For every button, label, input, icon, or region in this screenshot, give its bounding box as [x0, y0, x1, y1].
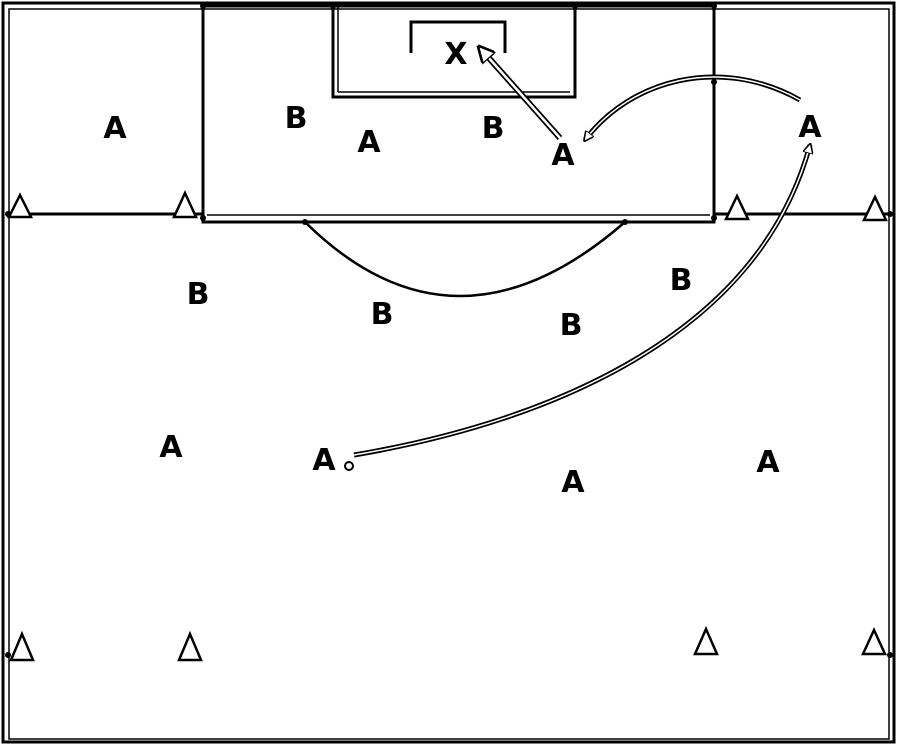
line-junction-dots: [5, 3, 893, 658]
triangle-cone-icon: [9, 630, 35, 662]
cross-pass-arrow-inner: [585, 76, 801, 140]
triangle-cone-icon: [6, 192, 34, 219]
triangle-cone-icon: [177, 630, 203, 662]
goalkeeper-label: X: [444, 37, 467, 72]
field-boundary-inner: [8, 8, 890, 740]
player-b-box-right: B: [482, 111, 505, 146]
goal-frame: [409, 20, 507, 53]
player-b-defender-2: B: [371, 297, 394, 332]
player-a-box-center: A: [357, 125, 381, 160]
player-a-midfield-3: A: [561, 465, 585, 500]
player-a-passer: A: [312, 443, 336, 478]
ball-icon: [344, 461, 354, 471]
triangle-cone-icon: [862, 194, 888, 222]
player-a-right-wing: A: [798, 110, 822, 145]
player-b-defender-1: B: [187, 277, 210, 312]
cones: [6, 189, 888, 662]
long-pass-arrow: [353, 144, 813, 458]
shot-arrow-inner: [480, 48, 561, 139]
triangle-cone-icon: [172, 189, 198, 219]
player-a-shooter: A: [551, 138, 575, 173]
player-b-defender-3: B: [560, 308, 583, 343]
player-a-midfield-4: A: [756, 445, 780, 480]
triangle-cone-icon: [861, 626, 887, 656]
triangle-cone-icon: [693, 625, 719, 656]
triangle-cone-icon: [724, 193, 750, 221]
penalty-arc: [304, 221, 626, 298]
player-b-box-left: B: [285, 101, 308, 136]
goal-area: [331, 4, 577, 99]
player-a-midfield-1: A: [159, 430, 183, 465]
player-a-left-wing: A: [103, 111, 127, 146]
long-pass-arrow-inner: [353, 145, 810, 456]
player-b-defender-4: B: [670, 263, 693, 298]
